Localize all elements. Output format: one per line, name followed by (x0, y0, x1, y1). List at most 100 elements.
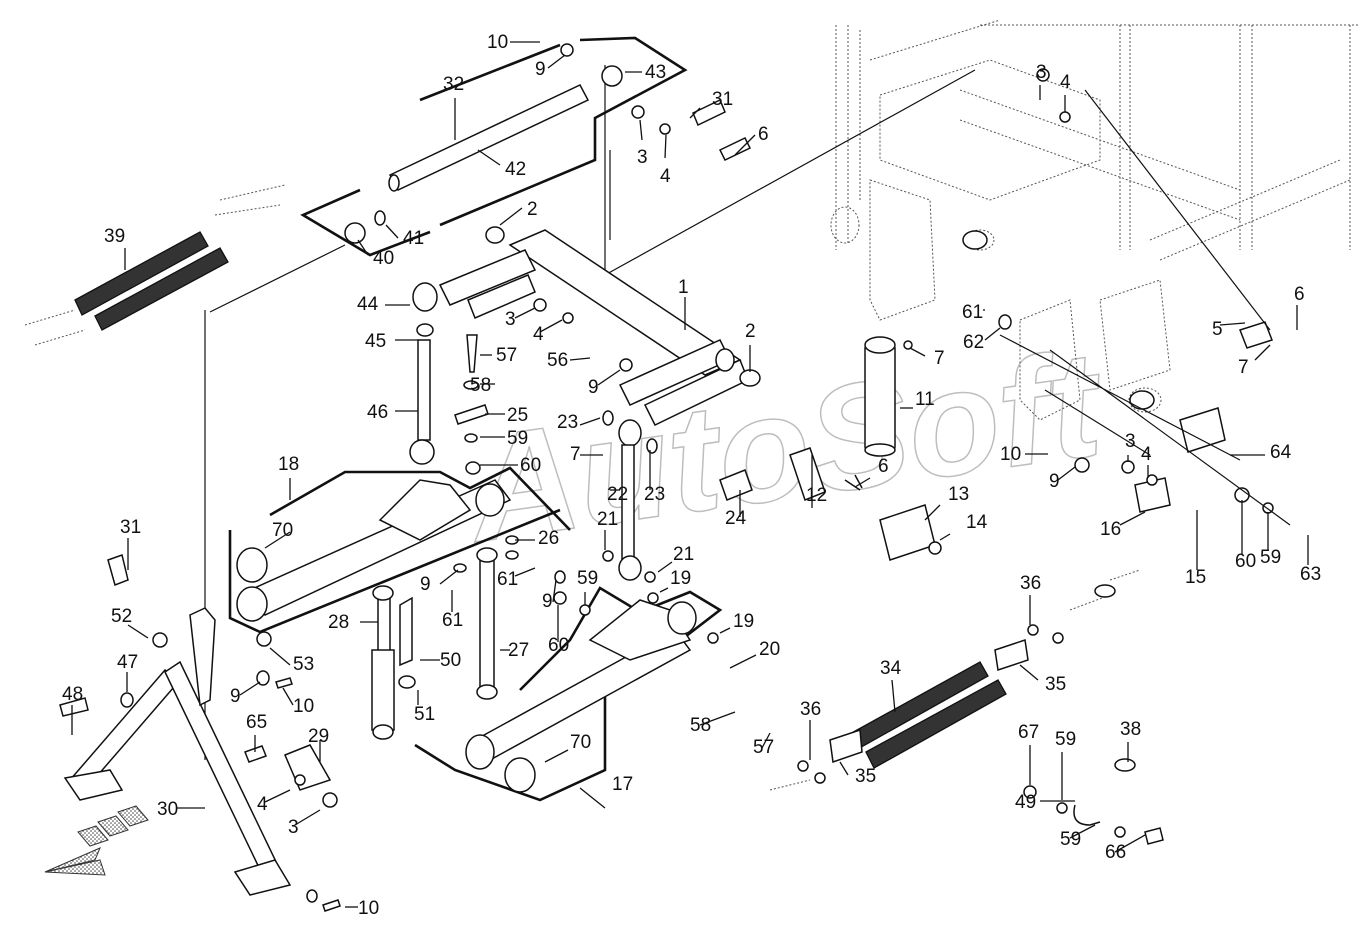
callout-number: 31 (712, 89, 733, 110)
callout-42: 42 (477, 149, 526, 180)
callout-number: 26 (538, 528, 559, 549)
callout-number: 49 (1015, 792, 1036, 813)
callout-9: 9 (542, 579, 557, 612)
callout-leader-line (1219, 322, 1246, 326)
callout-45: 45 (365, 331, 418, 352)
callout-number: 9 (420, 574, 431, 595)
callout-25: 25 (485, 405, 528, 426)
rear-pins (719, 68, 1291, 561)
direction-of-travel-arrow (44, 805, 149, 876)
callout-leader-line (477, 149, 501, 166)
callout-leader-line (569, 357, 591, 361)
callout-leader-line (579, 787, 606, 809)
callout-62: 62 (963, 327, 1001, 353)
callout-30: 30 (157, 799, 205, 820)
callout-number: 36 (800, 699, 821, 720)
callout-number: 18 (278, 454, 299, 475)
callout-number: 60 (520, 455, 541, 476)
callout-number: 59 (577, 568, 598, 589)
callout-61: 61 (442, 590, 463, 631)
callout-number: 4 (1060, 72, 1071, 93)
callout-leader-line (1057, 466, 1076, 481)
callout-number: 2 (745, 321, 756, 342)
callout-number: 3 (1125, 431, 1136, 452)
callout-number: 70 (570, 732, 591, 753)
callout-number: 16 (1100, 519, 1121, 540)
callout-leader-line (539, 319, 563, 333)
callout-number: 48 (62, 684, 83, 705)
callout-number: 34 (880, 658, 902, 679)
callout-23: 23 (557, 412, 601, 433)
callout-leader-line (699, 711, 736, 726)
callout-number: 5 (1212, 319, 1223, 340)
callout-leader-line (761, 732, 771, 749)
callout-number: 15 (1185, 567, 1206, 588)
callout-number: 24 (725, 508, 747, 529)
callout-70: 70 (544, 732, 591, 763)
callout-10: 10 (1000, 444, 1048, 465)
callout-number: 35 (855, 766, 876, 787)
callout-59: 59 (1055, 729, 1076, 800)
callout-number: 12 (806, 485, 827, 506)
callout-number: 4 (533, 324, 544, 345)
callout-leader-line (552, 579, 557, 603)
springs-34 (769, 569, 1164, 845)
callout-number: 4 (1141, 444, 1152, 465)
callout-number: 63 (1300, 564, 1321, 585)
callout-number: 59 (507, 428, 528, 449)
callout-number: 52 (111, 606, 132, 627)
callout-number: 6 (758, 124, 769, 145)
callout-10: 10 (487, 32, 540, 53)
callout-44: 44 (357, 294, 410, 315)
callout-19: 19 (719, 611, 754, 634)
tractor-frame-ghost (830, 19, 1360, 421)
callout-4: 4 (1141, 444, 1152, 478)
callout-number: 45 (365, 331, 386, 352)
callout-leader-line (719, 627, 731, 634)
callout-56: 56 (547, 350, 591, 371)
callout-32: 32 (443, 74, 464, 140)
callout-number: 28 (328, 612, 349, 633)
callout-5: 5 (1212, 319, 1246, 340)
callout-35: 35 (839, 761, 876, 787)
callout-number: 61 (962, 302, 983, 323)
callout-7: 7 (570, 444, 603, 465)
callout-38: 38 (1120, 719, 1141, 762)
callout-number: 35 (1045, 674, 1066, 695)
callout-57: 57 (753, 732, 774, 758)
callout-number: 21 (673, 544, 694, 565)
callout-number: 25 (507, 405, 528, 426)
callout-number: 7 (570, 444, 581, 465)
callout-leader-line (547, 54, 566, 69)
lifting-arm-lower (465, 599, 697, 793)
callout-number: 4 (660, 166, 671, 187)
callout-28: 28 (328, 612, 378, 633)
callout-41: 41 (385, 224, 424, 249)
callout-number: 1 (678, 277, 689, 298)
callout-16: 16 (1100, 511, 1146, 540)
callout-leader-line (514, 307, 536, 319)
callout-number: 10 (1000, 444, 1021, 465)
callout-2: 2 (745, 321, 756, 372)
callout-number: 62 (963, 332, 984, 353)
callout-58: 58 (470, 375, 495, 396)
callout-number: 9 (542, 591, 553, 612)
callout-66: 66 (1105, 834, 1146, 863)
callout-leader-line (264, 531, 291, 549)
callout-10: 10 (282, 687, 314, 717)
upper-link-rod (344, 43, 752, 244)
callout-number: 10 (487, 32, 508, 53)
callout-29: 29 (308, 726, 329, 762)
callout-9: 9 (420, 569, 459, 595)
callout-6: 6 (734, 124, 769, 156)
callout-number: 46 (367, 402, 388, 423)
callout-number: 2 (527, 199, 538, 220)
callout-4: 4 (660, 134, 671, 187)
callout-61: 61 (962, 302, 985, 323)
callout-leader-line (385, 224, 399, 239)
callout-number: 38 (1120, 719, 1141, 740)
callout-number: 43 (645, 62, 666, 83)
cross-shaft (438, 226, 761, 426)
callout-number: 51 (414, 704, 435, 725)
callout-leader-line (924, 504, 941, 521)
